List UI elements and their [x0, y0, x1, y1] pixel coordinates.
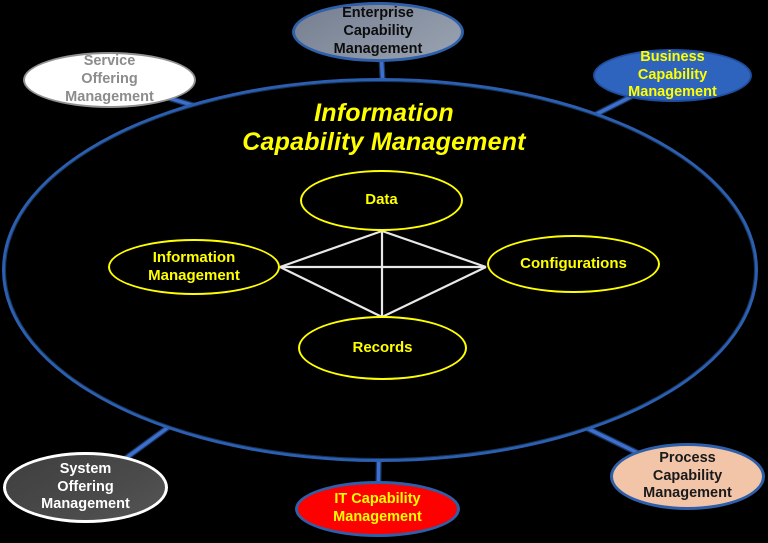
- node-enterprise-capability-management: Enterprise Capability Management: [292, 2, 464, 62]
- node-data: Data: [300, 170, 463, 231]
- node-data-label: Data: [365, 191, 398, 209]
- node-records-label: Records: [352, 338, 413, 356]
- node-configurations: Configurations: [487, 235, 660, 293]
- node-system-offering-management-label: System Offering Management: [41, 460, 130, 513]
- node-it-capability-management: IT Capability Management: [295, 481, 460, 537]
- node-service-offering-management-label: Service Offering Management: [65, 53, 154, 105]
- node-configurations-label: Configurations: [520, 254, 627, 272]
- node-service-offering-management: Service Offering Management: [23, 52, 196, 108]
- node-information-management: Information Management: [108, 239, 280, 295]
- node-it-capability-management-label: IT Capability Management: [333, 491, 422, 525]
- node-enterprise-capability-management-label: Enterprise Capability Management: [333, 5, 423, 57]
- node-records: Records: [298, 316, 467, 380]
- node-information-management-label: Information Management: [148, 248, 240, 284]
- node-process-capability-management-label: Process Capability Management: [643, 449, 732, 502]
- node-system-offering-management: System Offering Management: [3, 452, 168, 523]
- diagram-title: Information Capability Management: [242, 99, 526, 156]
- node-business-capability-management: Business Capability Management: [593, 49, 752, 102]
- node-business-capability-management-label: Business Capability Management: [628, 48, 717, 101]
- node-process-capability-management: Process Capability Management: [610, 443, 765, 510]
